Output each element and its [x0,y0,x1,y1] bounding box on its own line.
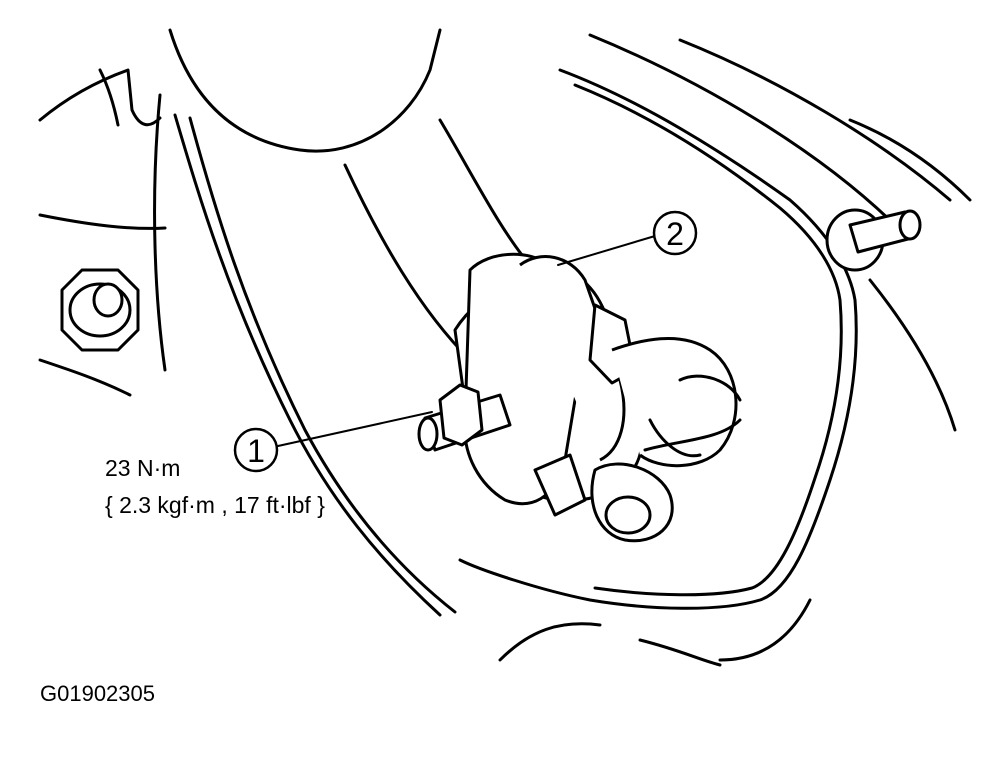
hex-bolt-left [60,268,140,352]
torque-spec-nm: 23 N·m [105,455,181,481]
figure-id: G01902305 [40,681,155,706]
callout-leader-2 [557,235,656,266]
callout-1: 1 [233,427,279,473]
housing-outline [38,68,457,617]
stud-right [825,208,922,272]
callout-1-label: 1 [247,433,265,469]
arm-upper [168,28,532,362]
clamp-assembly [453,252,742,543]
callout-2: 2 [652,210,698,256]
callout-leader-1 [277,411,433,447]
torque-spec-imperial: { 2.3 kgf·m , 17 ft·lbf } [105,492,325,518]
callout-2-label: 2 [666,216,684,252]
clamp-bolt [417,383,512,452]
cover-plate [458,33,972,667]
